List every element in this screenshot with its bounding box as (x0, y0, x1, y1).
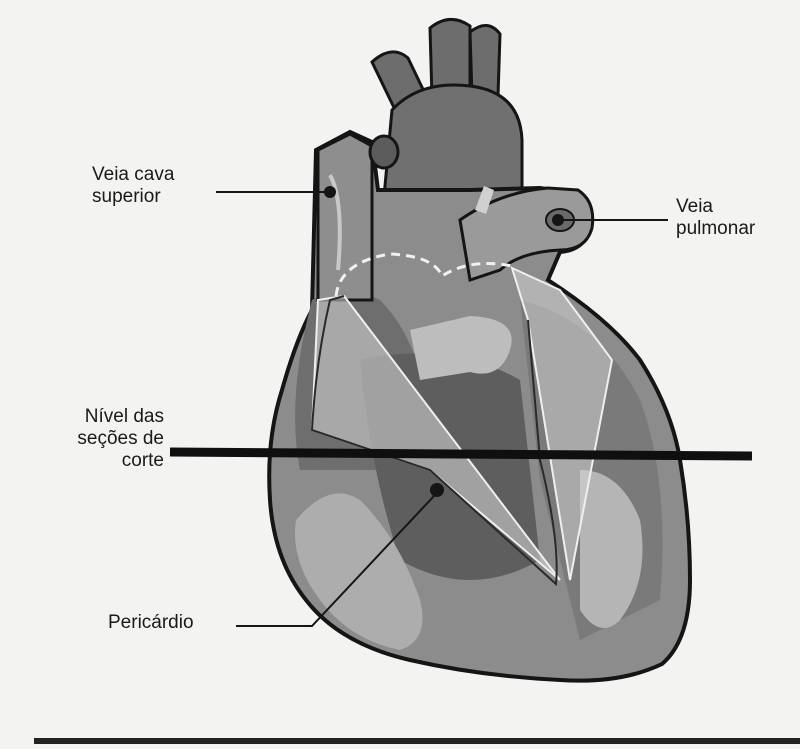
label-section-level: Nível das seções de corte (40, 406, 164, 472)
label-section-level-line2: seções de (40, 428, 164, 450)
label-section-level-line1: Nível das (40, 406, 164, 428)
section-level-line (170, 452, 752, 456)
label-vena-cava-line2: superior (92, 186, 174, 208)
vena-cava-opening (370, 136, 398, 168)
label-pericardium: Pericárdio (108, 612, 194, 634)
label-pulmonary-vein-line1: Veia (676, 196, 755, 218)
pulmonary-vein-dot (552, 214, 564, 226)
vena-cava-dot (324, 186, 336, 198)
label-pulmonary-vein-line2: pulmonar (676, 218, 755, 240)
label-pulmonary-vein: Veia pulmonar (676, 196, 755, 240)
pericardium-dot (430, 483, 444, 497)
label-vena-cava: Veia cava superior (92, 164, 174, 208)
label-pericardium-text: Pericárdio (108, 612, 194, 633)
label-section-level-line3: corte (40, 450, 164, 472)
label-vena-cava-line1: Veia cava (92, 164, 174, 186)
bottom-rule (34, 738, 800, 744)
